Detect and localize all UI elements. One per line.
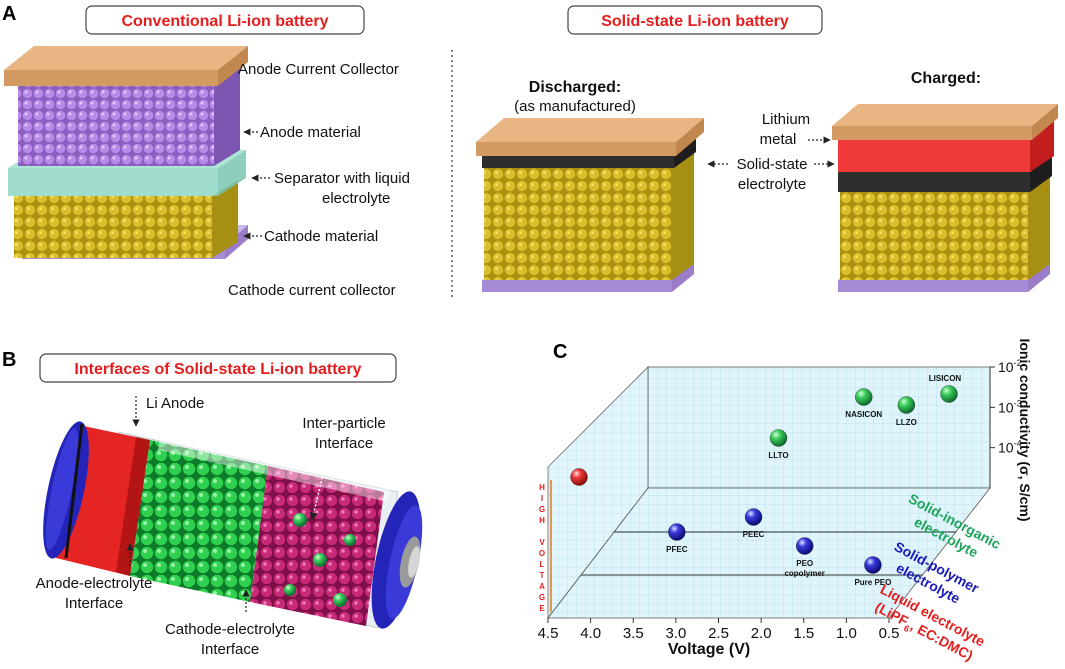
point-label: Pure PEO bbox=[854, 578, 891, 587]
label-anode-current-collector: Anode Current Collector bbox=[238, 61, 399, 78]
x-tick-label: 3.5 bbox=[623, 625, 644, 642]
charged-title: Charged: bbox=[911, 70, 981, 87]
point-label: LLZO bbox=[896, 418, 917, 427]
x-tick-label: 2.5 bbox=[708, 625, 729, 642]
label-li-anode: Li Anode bbox=[146, 395, 204, 412]
label-cathode-electrolyte-line1: Cathode-electrolyte bbox=[165, 621, 295, 638]
point-marker bbox=[796, 537, 814, 555]
x-tick-label: 4.5 bbox=[538, 625, 559, 642]
point-marker bbox=[855, 388, 873, 406]
point-marker bbox=[897, 396, 916, 414]
point-label: PEO bbox=[796, 559, 813, 568]
label-anode-electrolyte-line1: Anode-electrolyte bbox=[36, 575, 153, 592]
point-marker bbox=[864, 556, 882, 574]
x-tick-label: 4.0 bbox=[580, 625, 601, 642]
label-separator-line2: electrolyte bbox=[322, 190, 390, 207]
solid-state-title: Solid-state Li-ion battery bbox=[601, 13, 789, 30]
solid-state-title-box: Solid-state Li-ion battery bbox=[567, 5, 823, 35]
point-label: LISICON bbox=[929, 374, 962, 383]
point-marker bbox=[668, 523, 686, 541]
label-separator-line1: Separator with liquid bbox=[274, 170, 410, 187]
point-marker bbox=[940, 385, 958, 403]
x-tick-label: 0.5 bbox=[879, 625, 900, 642]
x-tick-label: 1.0 bbox=[836, 625, 857, 642]
x-tick-label: 1.5 bbox=[793, 625, 814, 642]
interfaces-title-box: Interfaces of Solid-state Li-ion battery bbox=[39, 353, 397, 383]
discharged-cell bbox=[476, 118, 704, 292]
point-label: NASICON bbox=[845, 410, 882, 419]
label-cathode-electrolyte-line2: Interface bbox=[201, 641, 259, 658]
conventional-battery-stack bbox=[4, 46, 248, 259]
z-axis-ticks: 10-2 10-3 10-4 bbox=[990, 358, 1022, 456]
point-label: PFEC bbox=[666, 545, 688, 554]
point-marker bbox=[769, 429, 788, 447]
conventional-title-box: Conventional Li-ion battery bbox=[85, 5, 365, 35]
label-inter-particle-line2: Interface bbox=[315, 435, 373, 452]
label-anode-electrolyte-line2: Interface bbox=[65, 595, 123, 612]
point-marker bbox=[570, 468, 588, 486]
label-cathode-material: Cathode material bbox=[264, 228, 378, 245]
z-tick-label: 10-4 bbox=[998, 439, 1022, 456]
cylindrical-cell bbox=[43, 421, 423, 629]
z-tick-label: 10-2 bbox=[998, 358, 1022, 375]
point-label: PEEC bbox=[743, 530, 765, 539]
discharged-subtitle: (as manufactured) bbox=[514, 98, 636, 115]
label-anode-material: Anode material bbox=[260, 124, 361, 141]
conventional-title: Conventional Li-ion battery bbox=[121, 13, 328, 30]
charged-cell bbox=[832, 104, 1058, 292]
interfaces-title: Interfaces of Solid-state Li-ion battery bbox=[74, 361, 361, 378]
point-label: LLTO bbox=[768, 451, 788, 460]
y-axis-title: Ionic conductivity (σ, S/cm) bbox=[1017, 338, 1033, 521]
label-inter-particle-line1: Inter-particle bbox=[302, 415, 385, 432]
x-axis-ticks: 4.5 4.0 3.5 3.0 2.5 2.0 1.5 1.0 0.5 bbox=[538, 618, 900, 642]
point-marker bbox=[744, 508, 763, 526]
label-sse-line2: electrolyte bbox=[738, 176, 806, 193]
label-lithium-line1: Lithium bbox=[762, 111, 810, 128]
point-label: copolymer bbox=[784, 569, 824, 578]
z-tick-label: 10-3 bbox=[998, 398, 1022, 415]
discharged-title: Discharged: bbox=[529, 79, 621, 96]
data-points: LLTO NASICON LLZO LISICON PFEC PEEC PEOcopolym… bbox=[570, 374, 962, 587]
x-tick-label: 3.0 bbox=[665, 625, 686, 642]
x-tick-label: 2.0 bbox=[751, 625, 772, 642]
label-sse-line1: Solid-state bbox=[737, 156, 808, 173]
label-lithium-line2: metal bbox=[760, 131, 797, 148]
panel-b-letter: B bbox=[2, 349, 16, 371]
panel-c-letter: C bbox=[553, 341, 567, 363]
label-cathode-current-collector: Cathode current collector bbox=[228, 282, 396, 299]
panel-a-letter: A bbox=[2, 3, 16, 25]
x-axis-title: Voltage (V) bbox=[668, 641, 750, 658]
